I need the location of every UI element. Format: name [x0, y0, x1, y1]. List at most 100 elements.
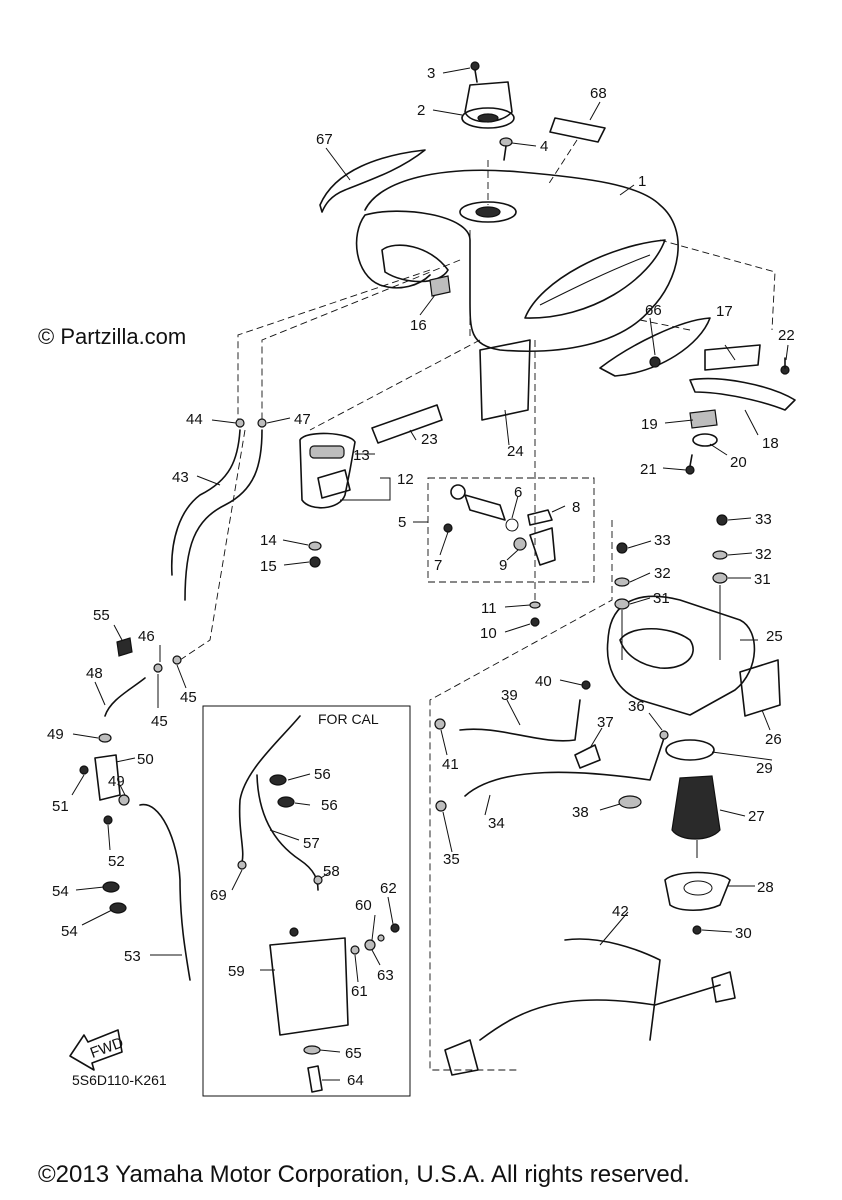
callout-labels: 1 2 3 4 5 6 7 8 9 10 11 12 13 14 15 16 1…	[47, 65, 795, 1089]
pump-harness	[444, 938, 736, 1076]
label-sticker	[549, 117, 606, 143]
heat-plate	[739, 659, 781, 717]
callout-50: 50	[137, 751, 154, 768]
fuel-cock-assembly	[427, 477, 595, 583]
callout-58: 58	[323, 863, 340, 880]
callout-12: 12	[397, 471, 414, 488]
callout-33b: 33	[755, 511, 772, 528]
callout-32b: 32	[755, 546, 772, 563]
copyright-notice: ©2013 Yamaha Motor Corporation, U.S.A. A…	[38, 1161, 690, 1188]
cap-washer	[499, 137, 513, 161]
callout-7: 7	[434, 557, 442, 574]
callout-64: 64	[347, 1072, 364, 1089]
callout-34: 34	[488, 815, 505, 832]
callout-40: 40	[535, 673, 552, 690]
fuel-cap	[461, 81, 515, 129]
fuel-pump	[664, 739, 731, 935]
drain-screw	[529, 601, 541, 627]
tank-damper	[429, 275, 451, 297]
callout-31a: 31	[653, 590, 670, 607]
callout-49a: 49	[47, 726, 64, 743]
callout-56a: 56	[314, 766, 331, 783]
callout-62: 62	[380, 880, 397, 897]
callout-22: 22	[778, 327, 795, 344]
tank-bracket	[299, 432, 356, 509]
callout-66: 66	[645, 302, 662, 319]
tank-side-cover-right	[599, 317, 711, 377]
callout-49b: 49	[108, 773, 125, 790]
callout-32a: 32	[654, 565, 671, 582]
callout-6: 6	[514, 484, 522, 501]
tank-side-cover-left	[319, 149, 426, 213]
callout-26: 26	[765, 731, 782, 748]
callout-38: 38	[572, 804, 589, 821]
callout-19: 19	[641, 416, 658, 433]
callout-36: 36	[628, 698, 645, 715]
cap-bolt	[470, 61, 480, 83]
callout-20: 20	[730, 454, 747, 471]
callout-53: 53	[124, 948, 141, 965]
callout-35: 35	[443, 851, 460, 868]
callout-45b: 45	[151, 713, 168, 730]
cover-fasteners	[614, 514, 728, 660]
callout-16: 16	[410, 317, 427, 334]
callout-33a: 33	[654, 532, 671, 549]
callout-42: 42	[612, 903, 629, 920]
california-canister-inset	[202, 705, 411, 1097]
callout-25: 25	[766, 628, 783, 645]
lower-hoses	[79, 733, 191, 981]
callout-28: 28	[757, 879, 774, 896]
callout-14: 14	[260, 532, 277, 549]
callout-10: 10	[480, 625, 497, 642]
callout-3: 3	[427, 65, 435, 82]
callout-69: 69	[210, 887, 227, 904]
bracket-bolt	[308, 541, 322, 568]
callout-59: 59	[228, 963, 245, 980]
callout-37: 37	[597, 714, 614, 731]
forward-arrow: FWD	[69, 1029, 126, 1071]
callout-18: 18	[762, 435, 779, 452]
vent-hoses	[104, 418, 267, 717]
callout-60: 60	[355, 897, 372, 914]
callout-48: 48	[86, 665, 103, 682]
callout-30: 30	[735, 925, 752, 942]
callout-15: 15	[260, 558, 277, 575]
callout-9: 9	[499, 557, 507, 574]
watermark-text: © Partzilla.com	[38, 324, 187, 349]
callout-47: 47	[294, 411, 311, 428]
callout-67: 67	[316, 131, 333, 148]
callout-52: 52	[108, 853, 125, 870]
pump-cover	[606, 595, 756, 716]
sponge-strip	[371, 404, 443, 444]
callout-24: 24	[507, 443, 524, 460]
callout-11: 11	[481, 600, 497, 617]
callout-31b: 31	[754, 571, 771, 588]
callout-2: 2	[417, 102, 425, 119]
callout-5: 5	[398, 514, 406, 531]
diagram-code: 5S6D110-K261	[72, 1072, 167, 1088]
callout-54b: 54	[61, 923, 78, 940]
callout-23: 23	[421, 431, 438, 448]
for-cal-label: FOR CAL	[318, 711, 379, 727]
callout-57: 57	[303, 835, 320, 852]
callout-43: 43	[172, 469, 189, 486]
callout-44: 44	[186, 411, 203, 428]
callout-63: 63	[377, 967, 394, 984]
callout-21: 21	[640, 461, 657, 478]
callout-13: 13	[353, 447, 370, 464]
callout-8: 8	[572, 499, 580, 516]
callout-39: 39	[501, 687, 518, 704]
callout-68: 68	[590, 85, 607, 102]
callout-51: 51	[52, 798, 69, 815]
callout-29: 29	[756, 760, 773, 777]
callout-61: 61	[351, 983, 368, 1000]
assembly-dashed-links	[179, 139, 776, 1071]
callout-65: 65	[345, 1045, 362, 1062]
heat-protector	[479, 339, 531, 421]
callout-56b: 56	[321, 797, 338, 814]
callout-4: 4	[540, 138, 548, 155]
rear-mount	[685, 344, 796, 475]
fuel-hoses	[434, 680, 669, 812]
callout-46: 46	[138, 628, 155, 645]
callout-55: 55	[93, 607, 110, 624]
